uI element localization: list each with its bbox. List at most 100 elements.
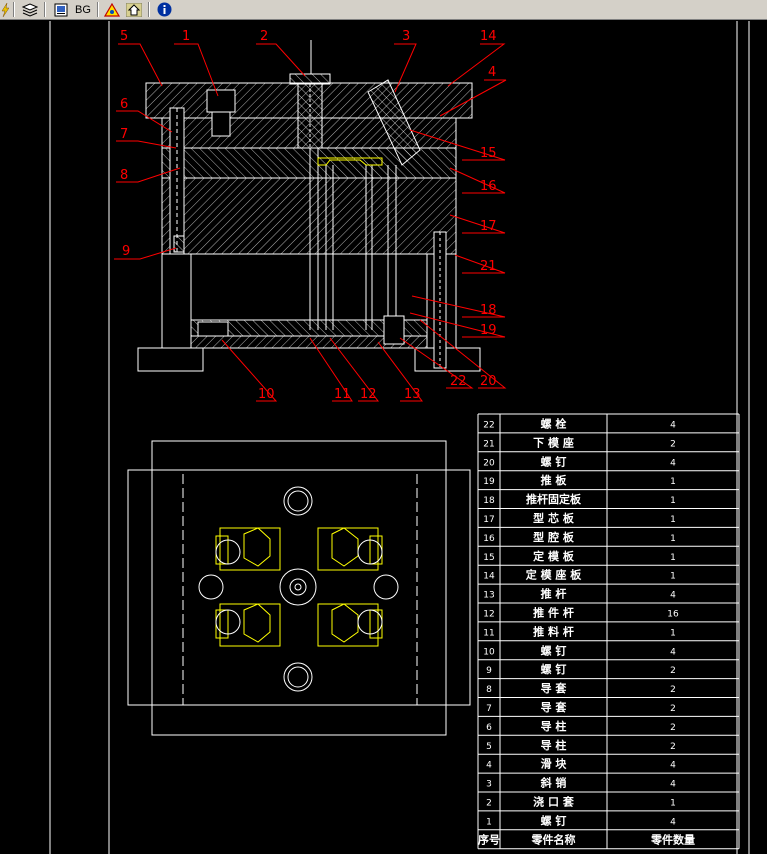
- balloon-11: 11: [334, 387, 351, 402]
- bom-cell-no: 2: [486, 798, 492, 808]
- bom-header-qty: 零件数量: [650, 832, 695, 846]
- balloon-21: 21: [480, 259, 497, 274]
- home-icon[interactable]: [124, 1, 144, 18]
- bom-cell-name: 型 芯 板: [533, 511, 575, 525]
- bom-cell-name: 导 套: [541, 681, 568, 695]
- bom-cell-name: 导 柱: [541, 738, 567, 752]
- bom-header: 序号 零件名称 零件数量: [478, 832, 695, 846]
- bom-cell-qty: 16: [667, 609, 679, 619]
- info-icon[interactable]: [154, 1, 174, 18]
- bom-cell-no: 9: [486, 666, 492, 676]
- bom-cell-name: 推 杆: [541, 587, 567, 601]
- bom-cell-no: 10: [483, 647, 495, 657]
- bom-cell-name: 螺 钉: [541, 643, 567, 657]
- cad-drawing[interactable]: 5 1 2 3 14 4 6 7 8 15 16 17 9 21 18 19 2…: [0, 20, 767, 854]
- bom-cell-qty: 1: [670, 628, 676, 638]
- balloon-22: 22: [450, 374, 467, 389]
- bom-cell-no: 4: [486, 761, 492, 771]
- plan-view: [127, 440, 471, 736]
- bg-button[interactable]: BG: [72, 1, 94, 18]
- bom-cell-qty: 1: [670, 553, 676, 563]
- balloon-5: 5: [120, 29, 128, 44]
- bom-cell-no: 15: [483, 553, 494, 563]
- bom-cell-name: 滑 块: [541, 757, 568, 771]
- bom-cell-name: 导 柱: [541, 719, 567, 733]
- bom-cell-qty: 1: [670, 496, 676, 506]
- toolbar: BG: [0, 0, 767, 20]
- bom-cell-qty: 2: [670, 742, 676, 752]
- balloon-7: 7: [120, 127, 128, 142]
- balloon-10: 10: [258, 387, 275, 402]
- bom-cell-no: 13: [483, 591, 494, 601]
- bom-header-name: 零件名称: [531, 832, 576, 846]
- bom-row: 11 推 料 杆 1: [483, 624, 676, 638]
- bom-row: 7 导 套 2: [486, 700, 676, 714]
- bom-cell-name: 导 套: [541, 700, 568, 714]
- bom-cell-qty: 4: [670, 647, 676, 657]
- bom-cell-no: 18: [483, 496, 495, 506]
- bom-cell-qty: 2: [670, 704, 676, 714]
- balloon-labels: 5 1 2 3 14 4 6 7 8 15 16 17 9 21 18 19 2…: [120, 29, 497, 402]
- image-icon[interactable]: [51, 1, 71, 18]
- bom-cell-no: 7: [486, 704, 492, 714]
- bom-cell-qty: 1: [670, 798, 676, 808]
- bom-cell-name: 推 料 杆: [533, 624, 574, 638]
- balloon-20: 20: [480, 374, 497, 389]
- bom-cell-qty: 1: [670, 572, 676, 582]
- bom-cell-name: 型 腔 板: [533, 530, 575, 544]
- bom-cell-no: 17: [483, 515, 494, 525]
- bom-cell-qty: 2: [670, 723, 676, 733]
- bom-cell-qty: 4: [670, 761, 676, 771]
- bom-cell-qty: 4: [670, 458, 676, 468]
- balloon-8: 8: [120, 168, 128, 183]
- bom-cell-no: 22: [483, 420, 494, 430]
- bom-row: 20 螺 钉 4: [483, 454, 676, 468]
- bom-cell-no: 8: [486, 685, 492, 695]
- bom-cell-name: 螺 钉: [541, 662, 567, 676]
- bom-cell-no: 20: [483, 458, 495, 468]
- balloon-13: 13: [404, 387, 421, 402]
- leader-lines: [114, 43, 507, 402]
- bom-cell-no: 19: [483, 477, 495, 487]
- layers-icon[interactable]: [20, 1, 40, 18]
- drawing-frame: [49, 21, 750, 854]
- plan-view-parts: [215, 527, 383, 647]
- bom-cell-no: 11: [483, 628, 494, 638]
- balloon-14: 14: [480, 29, 497, 44]
- balloon-6: 6: [120, 97, 128, 112]
- bom-cell-qty: 2: [670, 666, 676, 676]
- bom-cell-no: 21: [483, 439, 494, 449]
- bom-cell-name: 下 模 座: [533, 435, 574, 449]
- bom-cell-name: 定 模 座 板: [526, 568, 582, 582]
- balloon-18: 18: [480, 303, 497, 318]
- bom-cell-name: 推 件 杆: [533, 605, 574, 619]
- bom-cell-no: 12: [483, 609, 494, 619]
- warning-icon[interactable]: [102, 1, 122, 18]
- bom-row: 10 螺 钉 4: [483, 643, 676, 657]
- section-view: [137, 40, 481, 372]
- balloon-19: 19: [480, 323, 497, 338]
- bom-header-no: 序号: [478, 832, 500, 846]
- bom-cell-name: 螺 钉: [541, 813, 567, 827]
- bom-cell-no: 16: [483, 534, 495, 544]
- bom-cell-no: 6: [486, 723, 492, 733]
- bom-row: 4 滑 块 4: [486, 757, 676, 771]
- bom-cell-no: 3: [486, 780, 492, 790]
- lightning-icon[interactable]: [0, 1, 10, 18]
- bom-cell-name: 螺 钉: [541, 454, 567, 468]
- bom-cell-name: 浇 口 套: [533, 794, 575, 808]
- bom-cell-name: 定 模 板: [533, 549, 575, 563]
- bom-cell-name: 推 板: [541, 473, 568, 487]
- balloon-2: 2: [260, 29, 268, 44]
- bom-row: 9 螺 钉 2: [486, 662, 676, 676]
- balloon-1: 1: [182, 29, 190, 44]
